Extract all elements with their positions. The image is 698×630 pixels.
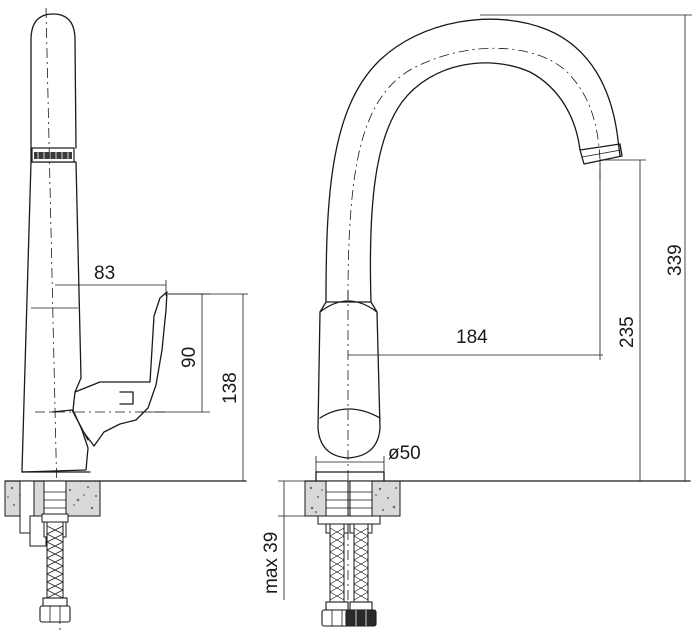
dim-138-label: 138 xyxy=(220,372,241,404)
hose-right-2 xyxy=(353,523,369,603)
granite-speckle-right xyxy=(309,486,397,513)
front-body xyxy=(317,301,381,459)
hose-left xyxy=(46,521,64,599)
hose-nut-left xyxy=(39,597,71,623)
hose-nuts-right xyxy=(321,601,377,627)
front-handle-edge xyxy=(319,408,381,419)
handle-lever xyxy=(74,291,168,447)
gooseneck-outer xyxy=(325,18,621,303)
hose-right-1 xyxy=(329,523,345,603)
mounting-fittings-right xyxy=(317,480,381,534)
spout-centerline xyxy=(347,47,601,301)
dim-50-label: ø50 xyxy=(388,443,421,464)
dim-39-label: max 39 xyxy=(261,532,282,594)
side-view: 83 90 138 xyxy=(4,7,248,630)
aerator-grid xyxy=(34,152,72,159)
spout-tip xyxy=(579,143,623,165)
side-centerline xyxy=(45,7,61,630)
front-body-top xyxy=(319,300,378,313)
side-body-outline xyxy=(21,161,89,473)
front-view: 184 235 339 ø50 max 39 xyxy=(261,14,692,630)
dim-184-label: 184 xyxy=(456,327,488,348)
dim-339-label: 339 xyxy=(665,244,686,276)
side-spout-top xyxy=(30,13,77,163)
dim-83-label: 83 xyxy=(94,263,115,284)
dim-90-label: 90 xyxy=(179,347,200,368)
gooseneck-inner xyxy=(369,62,581,303)
spout-tip-ring xyxy=(581,149,622,158)
handle-pivot xyxy=(119,391,134,405)
dim-235-label: 235 xyxy=(617,316,638,348)
handle-base-cone xyxy=(51,409,89,441)
